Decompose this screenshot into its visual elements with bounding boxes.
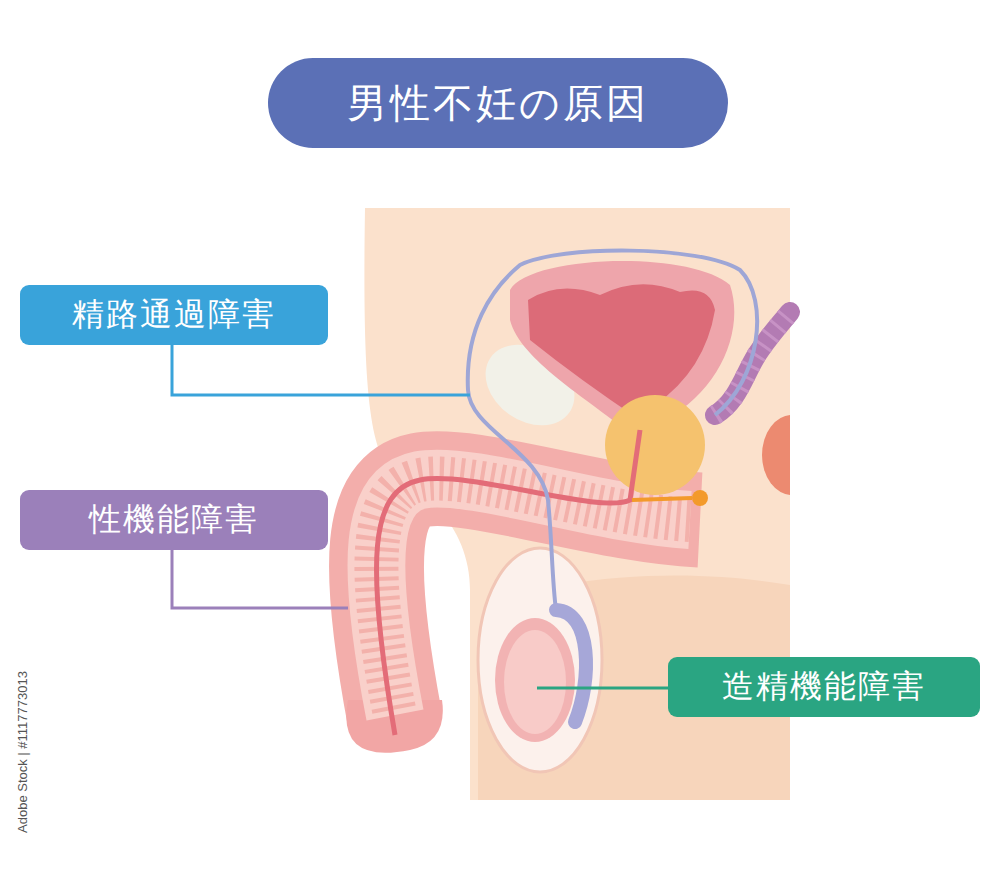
cause-label: 精路通過障害 (72, 293, 276, 337)
bladder-lumen (528, 284, 715, 420)
cause-box: 性機能障害 (20, 490, 328, 550)
penis (376, 479, 700, 720)
title-pill (268, 58, 728, 148)
corpus-ribs (376, 479, 690, 715)
leader-line (537, 687, 668, 690)
corpus (376, 479, 690, 715)
cause-label: 造精機能障害 (722, 665, 926, 709)
prostate (605, 395, 705, 495)
rectum (762, 415, 790, 495)
cowper-duct (632, 498, 692, 500)
cowper-gland (692, 490, 708, 506)
leader-line (172, 550, 348, 608)
cause-label: 性機能障害 (89, 498, 259, 542)
cause-box: 精路通過障害 (20, 285, 328, 345)
testis (495, 618, 575, 742)
cause-box: 造精機能障害 (668, 657, 980, 717)
title-text: 男性不妊の原因 (268, 58, 728, 148)
seminal-vesicle (715, 312, 790, 415)
epididymis (556, 610, 586, 722)
seminal-vesicle-folds (715, 312, 790, 415)
vas-deferens (468, 251, 757, 610)
leader-line (172, 345, 470, 395)
scrotum (478, 548, 602, 772)
watermark: Adobe Stock | #1117773013 (15, 671, 30, 833)
testis-inner (504, 630, 566, 734)
